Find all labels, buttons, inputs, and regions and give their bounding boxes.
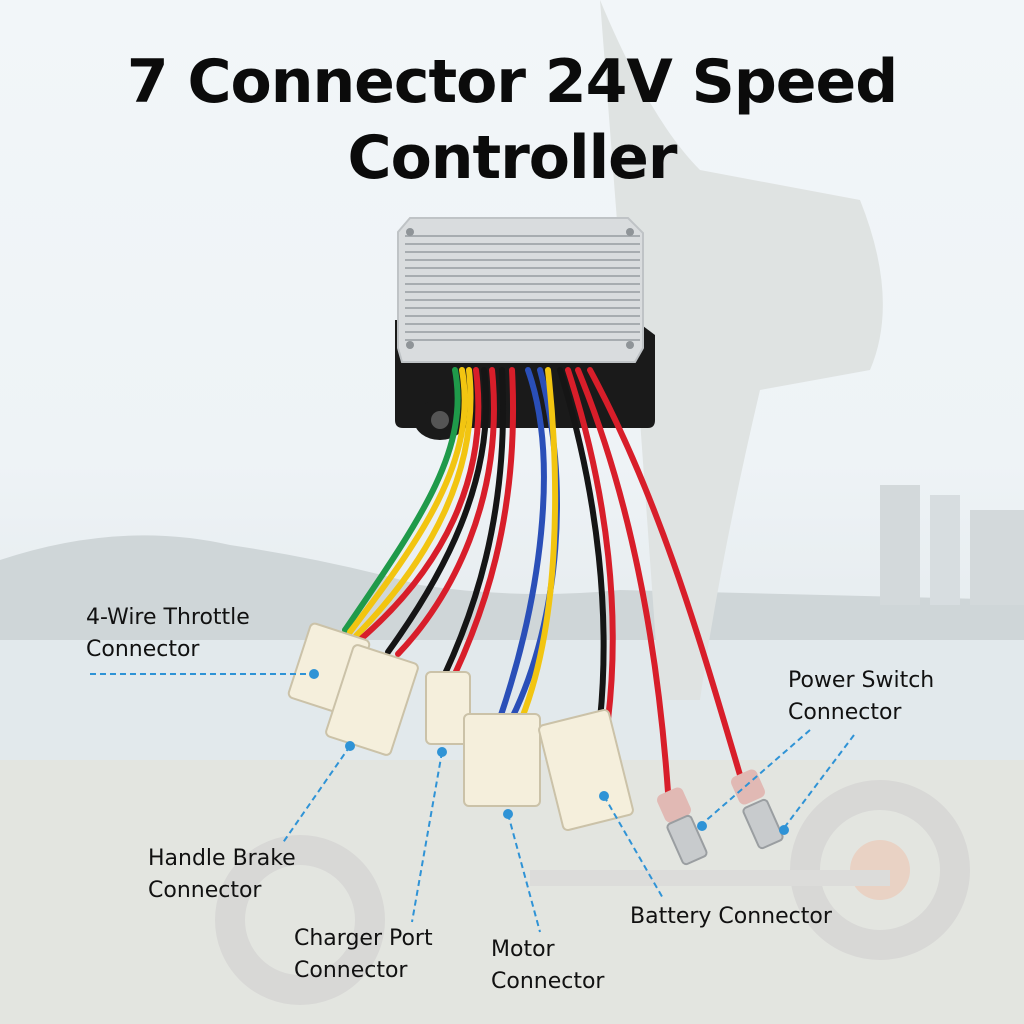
label-battery-line-1: Battery Connector — [630, 904, 832, 929]
heatsink-screw — [406, 341, 414, 349]
callout-power-switch — [697, 729, 855, 835]
heatsink-screw — [626, 341, 634, 349]
callout-battery — [599, 791, 665, 901]
label-charger-line-2: Connector — [294, 958, 408, 983]
motor-plug — [463, 713, 541, 807]
wire-red — [395, 367, 497, 657]
label-brake-connector: Handle Brake Connector — [148, 843, 296, 907]
heatsink-screw — [626, 228, 634, 236]
heatsink-screw — [406, 228, 414, 236]
wire-green — [342, 367, 461, 633]
label-battery-connector: Battery Connector — [630, 901, 832, 933]
callout-brake — [281, 741, 355, 845]
background-building — [970, 510, 1024, 605]
wire-yellow — [347, 367, 468, 635]
mounting-hole — [431, 411, 449, 429]
label-charger-line-1: Charger Port — [294, 926, 433, 951]
label-motor-line-2: Connector — [491, 969, 605, 994]
background-building — [930, 495, 960, 605]
label-brake-line-2: Connector — [148, 878, 262, 903]
background-scooter-deck — [530, 870, 890, 886]
wire-black — [557, 367, 607, 723]
connector-plugs — [287, 622, 634, 832]
spade-terminals — [657, 769, 784, 866]
wire-red — [565, 367, 616, 723]
spade-terminal-sleeve — [657, 787, 691, 823]
callout-throttle — [90, 669, 319, 679]
wire-red — [575, 367, 671, 795]
label-motor-line-1: Motor — [491, 937, 555, 962]
label-charger-connector: Charger Port Connector — [294, 923, 433, 987]
label-throttle-connector: 4-Wire Throttle Connector — [86, 602, 250, 666]
spade-terminal-blade — [666, 814, 708, 866]
wire-harness — [342, 367, 743, 795]
label-throttle-line-2: Connector — [86, 637, 200, 662]
battery-plug — [538, 708, 634, 832]
label-throttle-line-1: 4-Wire Throttle — [86, 605, 250, 630]
page-title-line-2: Controller — [347, 123, 678, 193]
callout-motor — [503, 809, 541, 933]
label-brake-line-1: Handle Brake — [148, 846, 296, 871]
wire-black — [385, 367, 490, 655]
heatsink — [397, 217, 644, 363]
wire-red — [359, 367, 482, 641]
label-power-switch-line-1: Power Switch — [788, 668, 935, 693]
spade-terminal-sleeve — [731, 769, 765, 805]
wire-red — [587, 367, 743, 778]
charger-plug — [425, 671, 471, 745]
label-motor-connector: Motor Connector — [491, 934, 604, 998]
callout-charger — [411, 747, 447, 923]
label-power-switch-line-2: Connector — [788, 700, 902, 725]
background-rider-silhouette — [600, 0, 883, 700]
page-title-line-1: 7 Connector 24V Speed — [126, 47, 898, 117]
background-scooter-wheel — [215, 835, 385, 1005]
spade-terminal-blade — [742, 798, 784, 850]
background-mountains — [0, 535, 1024, 650]
wire-blue — [497, 367, 547, 721]
brake-plug — [325, 644, 419, 756]
label-power-switch-connector: Power Switch Connector — [788, 665, 934, 729]
wire-yellow — [519, 367, 559, 721]
wire-red — [451, 367, 516, 679]
wire-yellow — [353, 367, 474, 639]
background-building — [880, 485, 920, 605]
wire-black — [441, 367, 506, 679]
